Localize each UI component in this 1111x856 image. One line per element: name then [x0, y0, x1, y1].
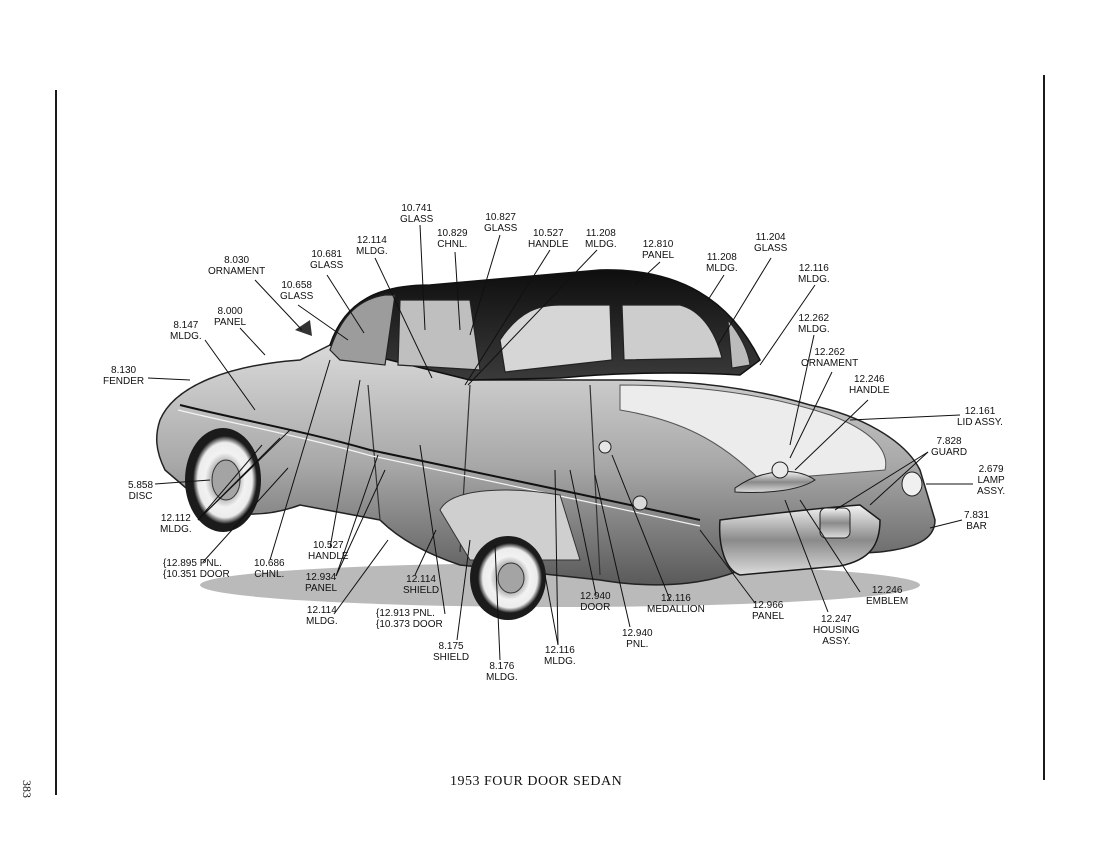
rear-quarter-window: [621, 304, 723, 361]
label-pnl-12895: {12.895 PNL.{10.351 DOOR: [163, 558, 230, 580]
tail-ornament: [734, 471, 816, 493]
front-door-window: [397, 299, 481, 371]
emblem: [771, 461, 789, 479]
quarter-seam: [589, 384, 601, 576]
medallion: [632, 495, 648, 511]
back-window: [727, 318, 751, 369]
rear-wheel: [470, 536, 546, 620]
fuel-cap: [598, 440, 612, 454]
rear-fender-skirt: [439, 489, 581, 561]
figure-caption: 1953 FOUR DOOR SEDAN: [450, 774, 623, 789]
side-molding: [179, 404, 701, 521]
rear-deck: [619, 384, 887, 481]
page-number: 383: [20, 780, 34, 798]
bumper-guard: [819, 507, 851, 539]
front-wheel: [185, 428, 261, 532]
right-margin-rule: [1043, 75, 1045, 780]
tail-lamp: [901, 471, 923, 497]
front-door-seam: [367, 384, 381, 521]
leader-lines: [147, 224, 973, 661]
hood-ornament: [295, 320, 312, 336]
label-pnl-12913: {12.913 PNL.{10.373 DOOR: [376, 608, 443, 630]
left-margin-rule: [55, 90, 57, 795]
